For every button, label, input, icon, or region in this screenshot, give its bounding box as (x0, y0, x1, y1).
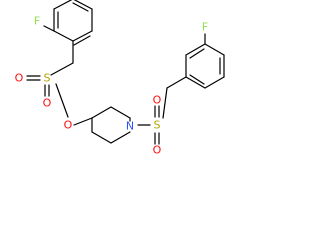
bond-ringB-2 (185, 43, 206, 56)
atom-O-right-lower: O (153, 144, 162, 157)
structure-svg: F S O O O N S O O F (15, 0, 225, 157)
bond-ringB-3 (204, 43, 225, 56)
bonds (26, 0, 225, 145)
bond-ringB-6-inner (189, 74, 205, 85)
atom-F-right: F (202, 21, 208, 34)
atom-S-left: S (44, 72, 51, 85)
bond-Oester-C4 (73, 117, 93, 126)
bond-ringA-4 (73, 0, 93, 10)
bond-ringA-4-inner (72, 2, 89, 12)
bond-pip-2 (110, 106, 131, 119)
atom-N: N (126, 120, 134, 133)
bond-ringA-5 (53, 0, 73, 10)
atom-F-top: F (34, 15, 40, 28)
atom-O-left-lower: O (43, 97, 52, 110)
atom-O-right-upper: O (153, 94, 162, 107)
bond-ringB-2-inner (189, 48, 205, 59)
bond-ringA-F (43, 25, 55, 32)
bond-S1-Oester (55, 83, 69, 118)
bond-pip-1 (91, 106, 112, 119)
bond-pip-5 (91, 131, 112, 144)
bond-ch2-ringB (166, 76, 187, 89)
bond-pip-4 (110, 131, 131, 144)
atom-S-right: S (154, 119, 161, 132)
atom-labels: F S O O O N S O O F (15, 15, 209, 157)
bond-ringB-5 (204, 76, 225, 89)
bond-ch2-S1 (50, 62, 74, 76)
bond-ringA-2-inner (73, 35, 91, 46)
bond-ringA-1 (53, 30, 74, 42)
bond-ringA-2 (72, 30, 93, 42)
atom-O-ester: O (64, 119, 73, 132)
bond-ringB-6 (185, 76, 206, 89)
molecule-diagram: F S O O O N S O O F (15, 0, 225, 157)
atom-O-left-outer: O (15, 72, 24, 85)
bond-S2-ch2 (162, 87, 168, 119)
